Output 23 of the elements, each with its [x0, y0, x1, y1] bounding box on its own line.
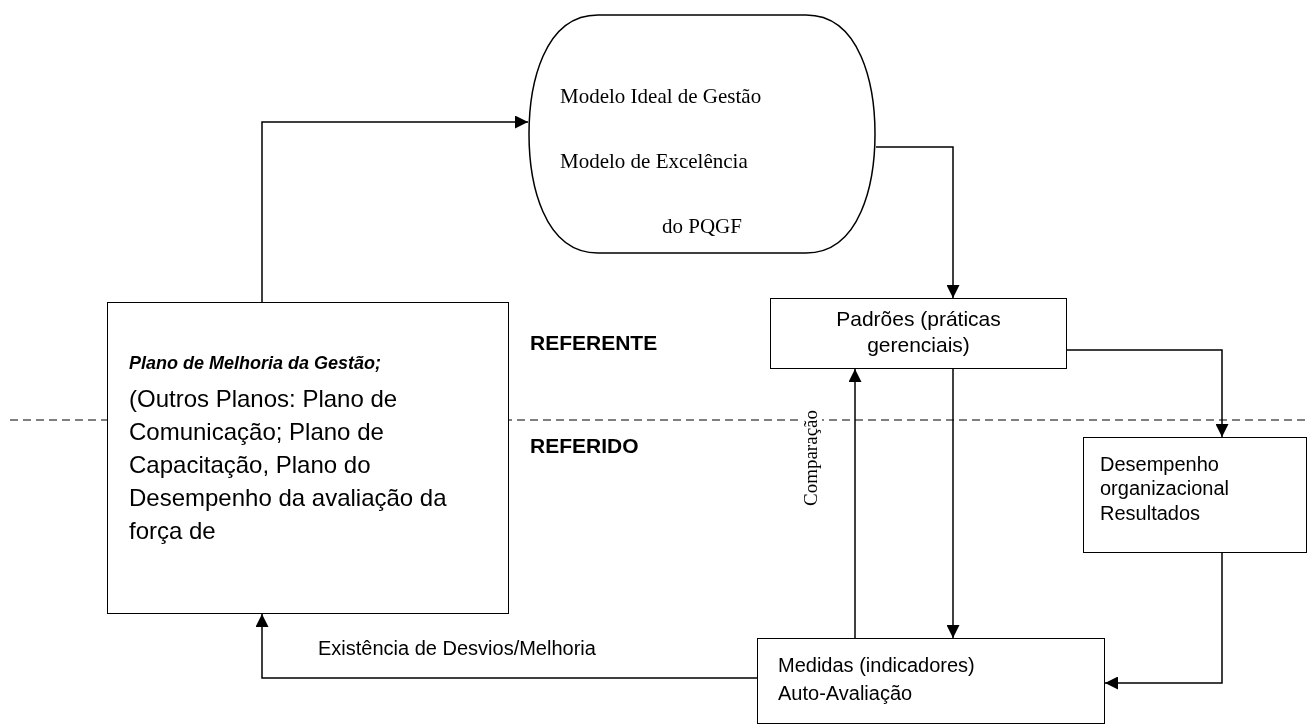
process-box — [770, 298, 1067, 369]
zone-label: REFERIDO — [530, 434, 639, 458]
box-text: do PQGF — [661, 214, 743, 240]
edge-label: Comparação — [800, 410, 822, 506]
terminal-shape — [528, 14, 876, 254]
box-text: Modelo de Excelência — [560, 149, 748, 175]
arrow — [1066, 349, 1229, 438]
arrow — [255, 613, 758, 679]
process-box — [757, 638, 1105, 724]
arrow — [946, 368, 960, 639]
zone-label: REFERENTE — [530, 331, 658, 355]
box-text: Modelo Ideal de Gestão — [560, 84, 762, 110]
process-box — [107, 302, 509, 614]
box-heading: Plano de Melhoria da Gestão; — [129, 353, 383, 374]
box-text: Padrões (práticas gerenciais) — [835, 306, 1002, 359]
box-text: (Outros Planos: Plano de Comunicação; Plano de Capacitação, Plano do Desempenho da avaliação da força de — [129, 383, 448, 547]
arrow — [1104, 552, 1223, 690]
arrow — [875, 146, 960, 299]
arrow — [261, 115, 529, 303]
arrow — [848, 368, 862, 639]
process-box — [1083, 437, 1307, 553]
box-text: Medidas (indicadores) Auto-Avaliação — [778, 653, 976, 706]
box-text: Desempenho organizacional Resultados — [1100, 452, 1230, 526]
